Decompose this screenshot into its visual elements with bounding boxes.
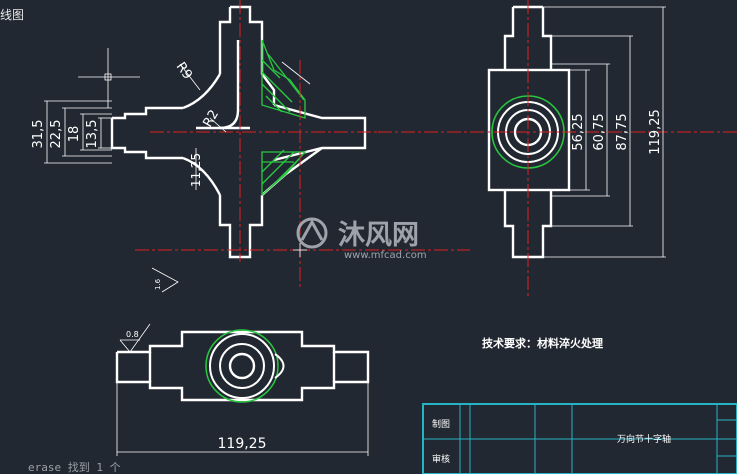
title-block-drawing-name: 万向节十字轴 [617,433,671,445]
front-view-centerlines [135,0,470,290]
roughness-1-6: 1.6 [154,278,162,290]
dim-119-25-horizontal: 119,25 [218,436,267,452]
roughness-0-8: 0.8 [126,330,139,339]
dim-22-5: 22,5 [49,120,64,149]
front-view-dimensions [44,48,311,293]
bottom-view [115,330,370,402]
dim-119-25-vertical: 119,25 [648,109,663,155]
command-line-text: erase 找到 1 个 [28,461,121,474]
section-hatch [261,39,307,197]
dim-87-75: 87,75 [615,113,630,150]
crosshair-cursor [293,243,307,257]
side-view-dimensions [543,6,666,258]
dim-11-25: 11,25 [189,153,203,187]
dim-31-5: 31,5 [31,120,46,149]
dim-60-75: 60,75 [592,113,607,150]
dim-56-25: 56,25 [571,113,586,150]
dim-13-5: 13,5 [85,120,100,149]
bottom-view-dimensions [116,323,369,456]
watermark-brand: 沐风网 [338,220,419,251]
technical-note: 技术要求：材料淬火处理 [482,336,603,350]
side-view-centerlines [378,0,737,298]
command-line[interactable]: erase 找到 1 个 [0,462,737,474]
watermark-url: www.mfcad.com [344,250,427,261]
title-block-row1-label: 制图 [432,418,450,430]
dim-18: 18 [67,126,82,143]
title-block [422,403,737,474]
bottom-view-hub [205,329,285,403]
title-block-row2-label: 审核 [432,453,450,465]
viewport-label[interactable]: 线图 [0,8,25,22]
dim-r2: R2 [200,108,222,130]
watermark: 沐风网 www.mfcad.com [296,217,427,261]
